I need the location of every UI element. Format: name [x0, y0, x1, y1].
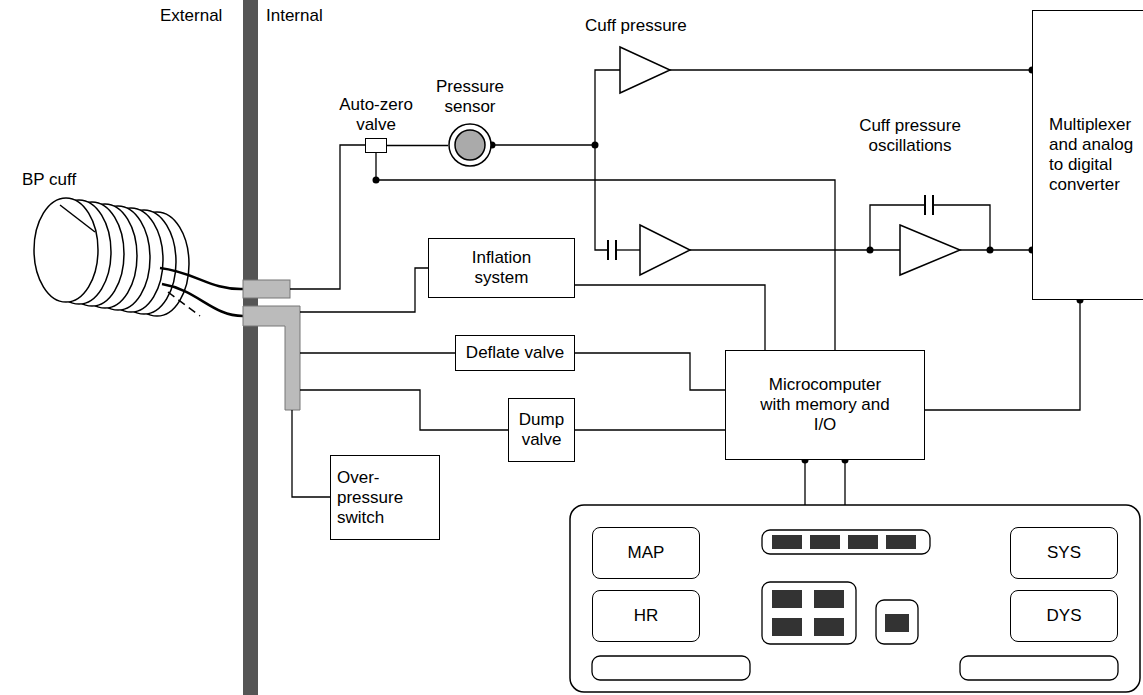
signal-connector	[376, 153, 835, 350]
junction-dot	[373, 67, 1084, 464]
signal-connector	[575, 353, 725, 390]
node-text: Microcomputer with memory and I/O	[760, 375, 890, 435]
signal-connector	[575, 429, 725, 430]
pressure-sensor: Pressure sensor	[448, 123, 492, 167]
node-heading: Pressure sensor	[424, 77, 516, 117]
amplifier-symbol	[620, 47, 960, 275]
hose-connector	[243, 306, 300, 410]
node-text: SYS	[1047, 543, 1081, 563]
readout-box: DYS	[1010, 590, 1118, 642]
signal-label: Cuff pressure oscillations	[845, 116, 975, 156]
hose-connector	[243, 280, 290, 298]
readout-box: HR	[592, 590, 700, 642]
node-text: DYS	[1047, 606, 1082, 626]
signal-connector	[575, 285, 765, 350]
valve-box: Auto-zero valve	[365, 138, 387, 153]
display-panel	[570, 505, 1140, 692]
cuff-axis	[60, 205, 95, 232]
converter-box: Multiplexer and analog to digital conver…	[1032, 10, 1143, 300]
readout-box: SYS	[1010, 527, 1118, 579]
sensor-symbol	[448, 123, 492, 167]
enclosure-wall	[243, 0, 258, 695]
valve-box: Deflate valve	[455, 335, 575, 371]
node-text: Over-pressure switch	[337, 468, 433, 528]
node-text: HR	[634, 606, 659, 626]
node-text: Deflate valve	[466, 343, 564, 363]
readout-box: MAP	[592, 527, 700, 579]
node-text: Inflation system	[447, 248, 557, 288]
cuff-coil	[34, 198, 189, 316]
side-label: Internal	[266, 6, 323, 26]
air-tube	[290, 145, 508, 497]
node-text: MAP	[628, 543, 665, 563]
valve-box: Dump valve	[508, 398, 575, 462]
processor-box: Microcomputer with memory and I/O	[725, 350, 925, 460]
node-text: Dump valve	[515, 410, 568, 450]
signal-connector	[387, 145, 448, 146]
node-heading: Auto-zero valve	[330, 95, 422, 135]
cuff-hose	[160, 268, 243, 316]
signal-label: Cuff pressure	[585, 16, 687, 36]
signal-connector	[925, 300, 1080, 410]
node-text: Multiplexer and analog to digital conver…	[1049, 115, 1137, 195]
side-label: External	[160, 6, 222, 26]
part-label: BP cuff	[22, 170, 76, 190]
switch-box: Over-pressure switch	[330, 455, 440, 540]
process-box: Inflation system	[428, 238, 575, 298]
